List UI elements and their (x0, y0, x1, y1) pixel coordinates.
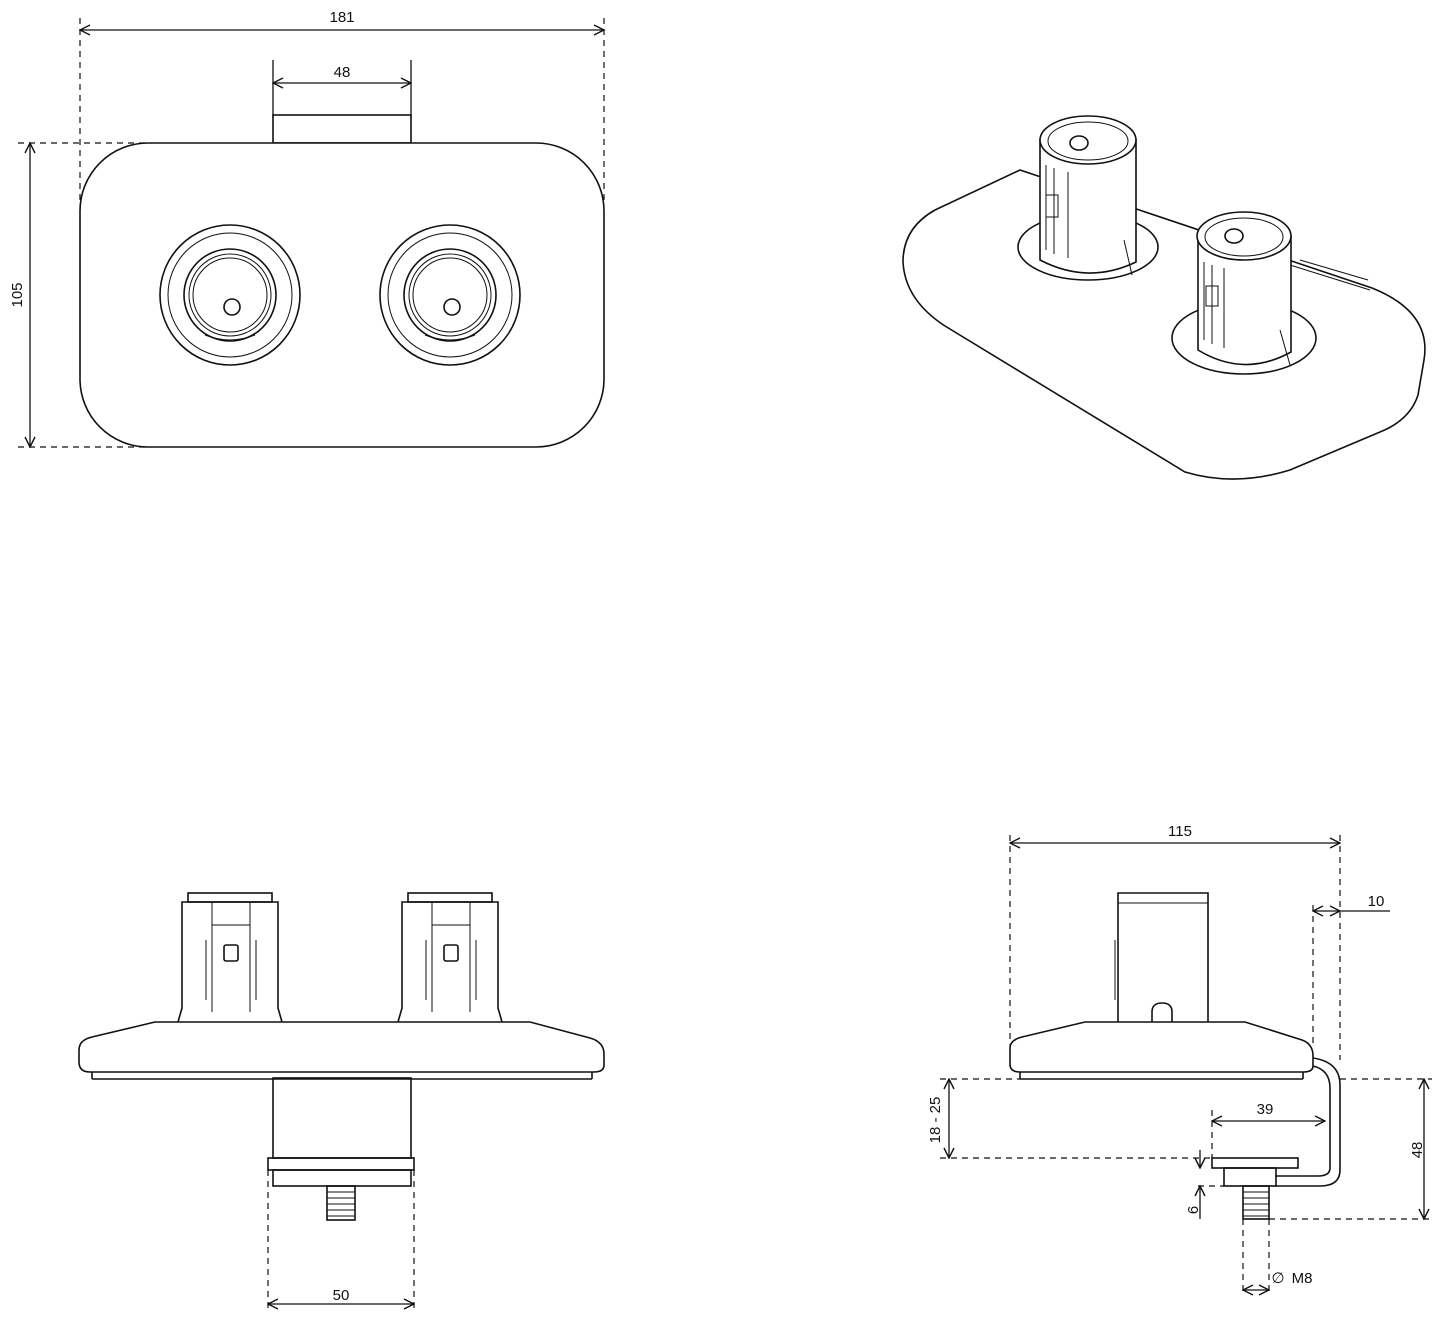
front-view-plate (78, 1021, 605, 1073)
dim-overall-width: 181 (329, 9, 354, 26)
dim-depth: 115 (1168, 823, 1192, 840)
dim-flange: 10 (1368, 893, 1385, 910)
front-view-socket-right (397, 892, 503, 1023)
dim-height: 105 (9, 282, 26, 307)
side-view-bolt (1242, 1185, 1270, 1220)
front-view: 50 (78, 892, 605, 1312)
dim-bracket-width: 50 (333, 1287, 350, 1304)
top-view-plate (79, 142, 605, 448)
side-view: 115 10 18 - 25 39 48 6 ∅ M8 (927, 823, 1432, 1296)
top-view-socket-left (159, 224, 301, 366)
front-view-bolt (326, 1185, 356, 1221)
top-view: 181 48 105 (9, 9, 604, 447)
front-view-bracket (272, 1077, 412, 1159)
diameter-symbol: ∅ (1271, 1270, 1284, 1287)
side-view-plate (1009, 1021, 1314, 1073)
front-view-socket-left (177, 892, 283, 1023)
top-view-socket-right (379, 224, 521, 366)
dim-clamp-width: 39 (1257, 1101, 1274, 1118)
iso-socket-back (1017, 115, 1159, 281)
isometric-view (902, 115, 1426, 480)
dim-plate-thickness: 6 (1185, 1206, 1202, 1214)
top-view-tab (272, 114, 412, 144)
dim-total-height: 48 (1409, 1142, 1426, 1159)
iso-plate (902, 169, 1426, 480)
dim-clamp-range: 18 - 25 (927, 1097, 944, 1144)
dim-tab-width: 48 (334, 64, 351, 81)
iso-socket-front (1171, 211, 1317, 375)
side-view-clamp (1275, 1057, 1341, 1187)
dim-thread: M8 (1292, 1270, 1313, 1287)
